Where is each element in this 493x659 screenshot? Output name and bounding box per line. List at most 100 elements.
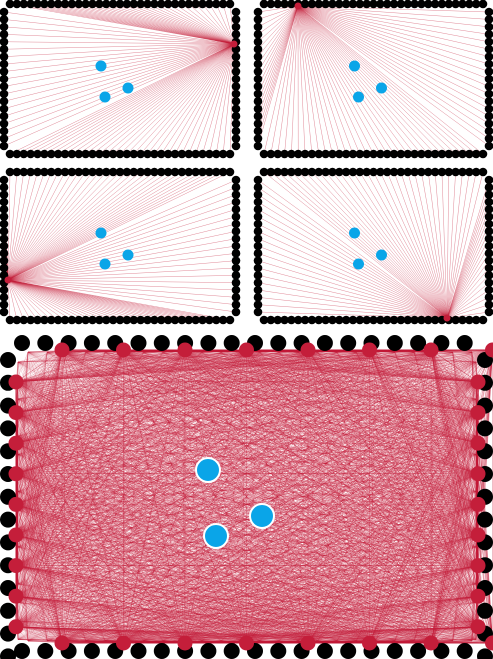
sensor-dot xyxy=(334,167,344,177)
ray xyxy=(7,279,11,321)
ray xyxy=(15,351,67,444)
ray xyxy=(7,171,100,281)
sensor-dot xyxy=(478,0,488,9)
ray xyxy=(15,351,183,505)
ray xyxy=(44,43,235,155)
ray xyxy=(15,473,493,644)
ray xyxy=(123,349,479,413)
ray xyxy=(259,626,479,642)
sensor-dot xyxy=(484,59,493,69)
ray xyxy=(15,351,472,536)
sensor-dot xyxy=(253,59,263,69)
ray xyxy=(17,454,479,597)
ray xyxy=(7,279,155,321)
ray xyxy=(446,171,456,319)
ray xyxy=(7,171,52,281)
sensor-dot xyxy=(95,315,104,325)
ray xyxy=(15,417,477,566)
ray xyxy=(339,171,448,319)
sensor-dot xyxy=(0,293,9,302)
sensor-dot xyxy=(253,15,263,24)
ray xyxy=(15,351,357,627)
sensor-dot xyxy=(67,0,77,9)
ray xyxy=(15,351,202,505)
ray xyxy=(27,504,479,642)
sensor-dot xyxy=(5,0,15,9)
ray xyxy=(317,596,479,642)
sensor-dot xyxy=(225,0,235,9)
ray xyxy=(257,5,299,139)
ray xyxy=(7,171,38,281)
sensor-dot xyxy=(198,315,207,325)
ray xyxy=(307,349,479,597)
ray xyxy=(15,351,260,597)
ray xyxy=(375,351,479,536)
ray xyxy=(7,171,176,281)
sensor-dot xyxy=(341,167,351,177)
sensor-dot xyxy=(253,111,263,121)
sensor-dot xyxy=(423,149,433,159)
sensor-dot xyxy=(253,37,263,47)
ray xyxy=(105,351,479,627)
ray xyxy=(17,417,479,627)
ray xyxy=(15,626,86,642)
ray xyxy=(71,43,235,155)
ray xyxy=(15,351,222,627)
sensor-dot xyxy=(231,183,241,192)
ray xyxy=(9,3,235,45)
ray xyxy=(413,626,479,642)
ray xyxy=(17,491,479,566)
ray xyxy=(3,34,235,45)
ray xyxy=(64,3,235,45)
sensor-dot xyxy=(129,167,139,177)
source-point xyxy=(470,527,486,543)
ray xyxy=(7,171,66,281)
ray xyxy=(359,171,448,319)
sensor-dot xyxy=(60,167,70,177)
ray xyxy=(259,351,479,474)
ray xyxy=(15,351,299,474)
ray xyxy=(105,351,479,383)
sensor-dot xyxy=(287,167,296,177)
source-point xyxy=(470,405,486,421)
sensor-dot xyxy=(0,300,9,309)
ray xyxy=(17,472,479,627)
ray xyxy=(446,171,463,319)
source-point xyxy=(177,635,193,651)
sensor-dot xyxy=(231,263,241,273)
sensor-dot xyxy=(231,219,241,229)
sensor-dot xyxy=(417,0,426,9)
ray xyxy=(394,351,479,597)
ray xyxy=(15,351,241,627)
ray xyxy=(15,349,309,536)
inclusion xyxy=(353,91,364,103)
ray xyxy=(17,602,479,627)
source-point xyxy=(54,635,70,651)
ray xyxy=(3,43,235,102)
sensor-dot xyxy=(101,315,111,325)
sensor-dot xyxy=(253,212,263,221)
sensor-dot xyxy=(0,285,9,295)
source-point xyxy=(8,405,24,421)
ray xyxy=(154,43,235,155)
ray xyxy=(15,349,124,444)
sensor-dot xyxy=(471,0,481,9)
ray xyxy=(15,351,337,627)
ray xyxy=(428,171,448,319)
ray xyxy=(257,194,448,319)
ray xyxy=(317,626,479,642)
sensor-dot xyxy=(83,643,100,659)
ray xyxy=(30,3,235,45)
ray xyxy=(15,349,63,627)
ray xyxy=(15,504,144,642)
sensor-dot xyxy=(253,52,263,61)
sensor-dot xyxy=(484,104,493,114)
ray xyxy=(375,351,479,566)
sensor-dot xyxy=(218,315,228,325)
sensor-dot xyxy=(101,0,111,9)
sensor-dot xyxy=(396,167,406,177)
ray xyxy=(15,351,357,444)
panel-source-bottom-corner xyxy=(253,167,493,325)
sensor-dot xyxy=(95,167,104,177)
sensor-dot xyxy=(321,315,330,325)
